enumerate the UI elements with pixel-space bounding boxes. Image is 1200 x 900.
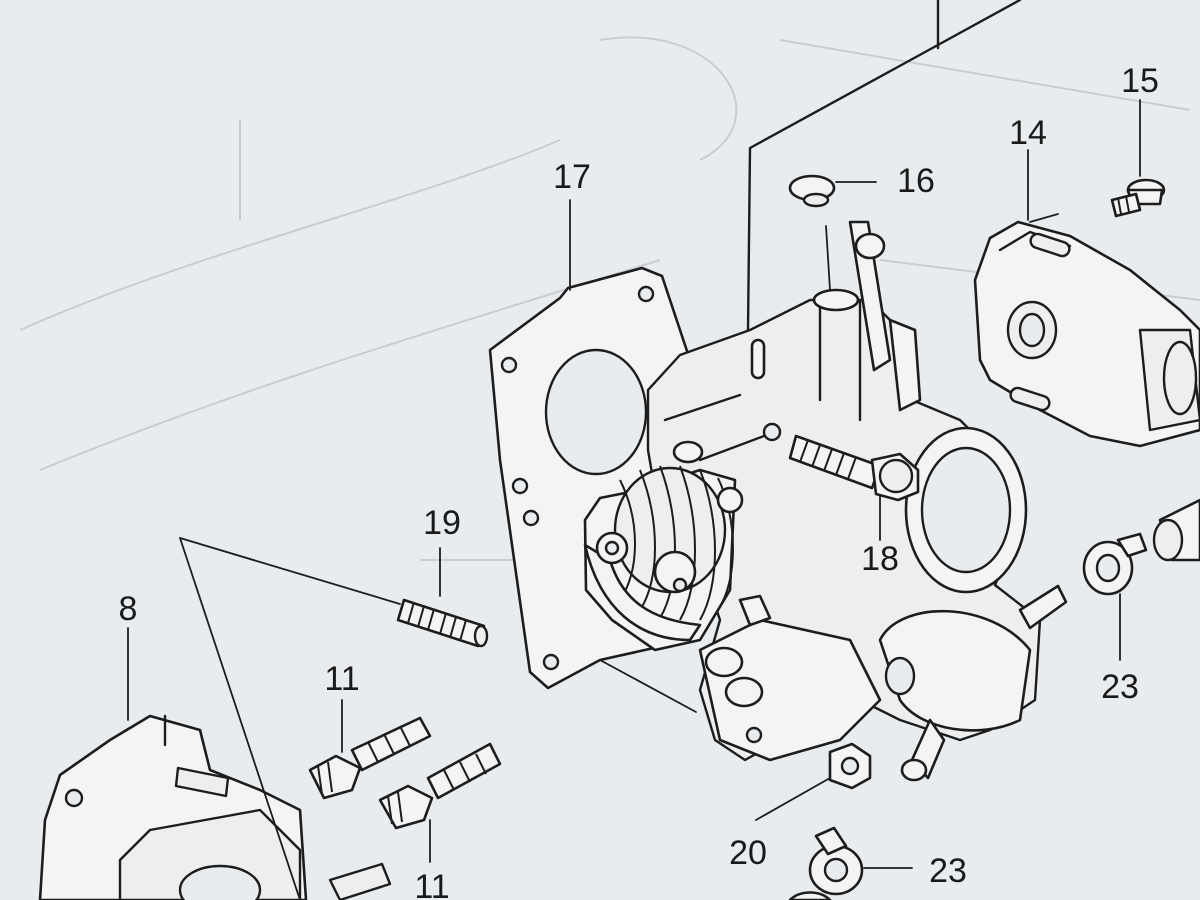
throttle-body-housing: [646, 220, 1068, 782]
leader-16-down: [825, 225, 831, 291]
callout-11-upper: 11: [324, 660, 359, 698]
callout-labels: 8 11 11 14 15 16 17 18 19 20 23 23: [119, 62, 1159, 900]
callout-18: 18: [861, 540, 899, 578]
callout-15: 15: [1121, 62, 1159, 100]
part-19-stud: [396, 598, 489, 648]
callout-8: 8: [119, 590, 138, 628]
callout-23-right: 23: [1101, 668, 1139, 706]
part-18-bolt: [788, 434, 920, 502]
part-15-screw: [1110, 178, 1166, 218]
leader-20: [755, 777, 831, 821]
callout-11-lower: 11: [414, 868, 449, 900]
assembly-reference-lines: [179, 0, 1141, 900]
callout-16: 16: [897, 162, 935, 200]
callout-20: 20: [729, 834, 767, 872]
part-8-intake-chamber: [38, 714, 392, 900]
callout-14: 14: [1009, 114, 1047, 152]
part-11-stud-lower: [378, 742, 502, 830]
callout-17: 17: [553, 158, 591, 196]
part-11-stud-upper: [308, 716, 432, 800]
throttle-pulley: [583, 440, 772, 652]
callout-23-lower: 23: [929, 852, 967, 890]
part-16-cap: [788, 174, 836, 208]
part-20-nut: [828, 742, 872, 790]
part-23-clamp-lower: [788, 826, 864, 900]
part-23-clamp-right: [1082, 498, 1200, 596]
part-14-throttle-position-sensor: [973, 220, 1200, 448]
callout-19: 19: [423, 504, 461, 542]
